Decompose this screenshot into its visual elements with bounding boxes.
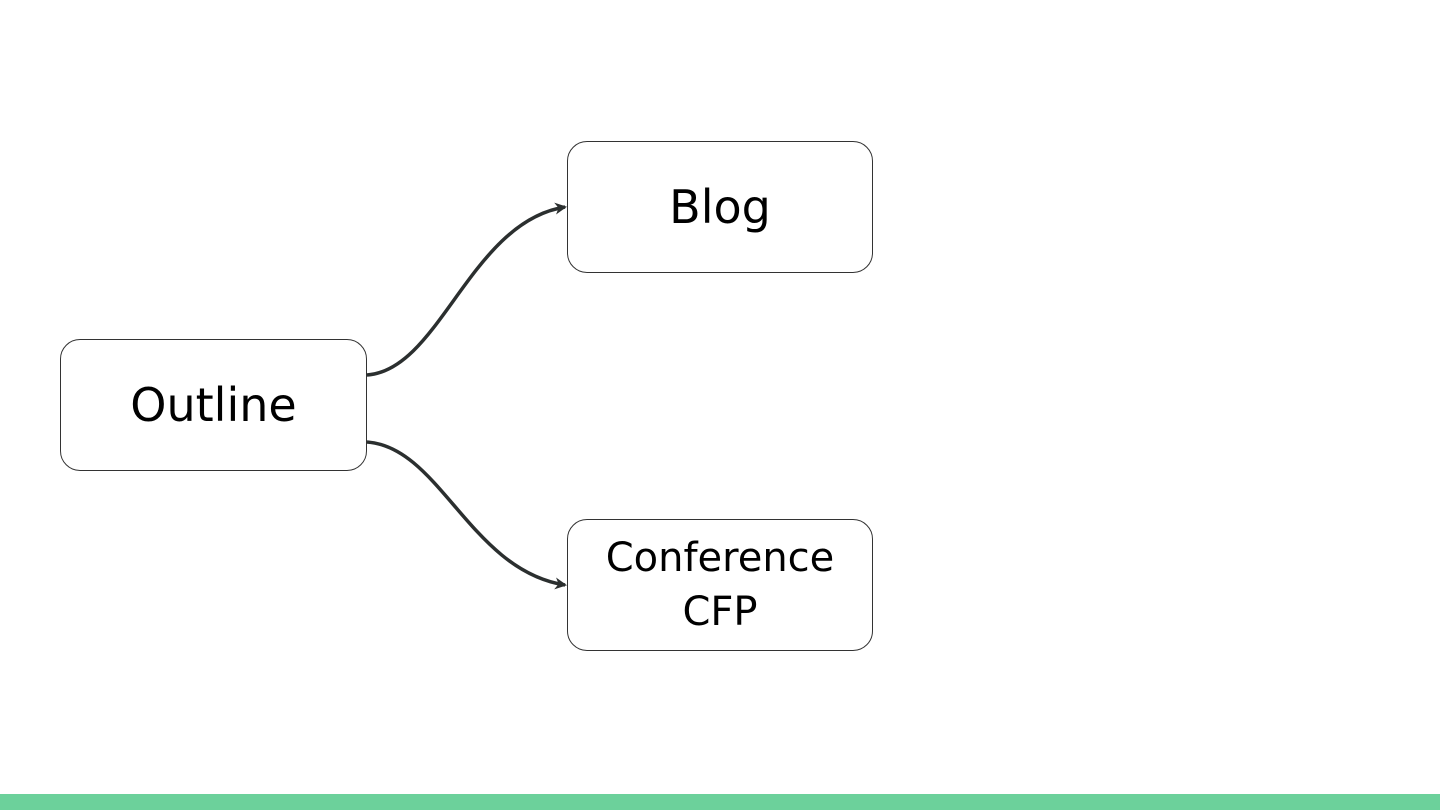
edge-outline-to-cfp	[366, 440, 567, 590]
node-blog-label: Blog	[669, 180, 771, 234]
node-cfp-label: Conference CFP	[606, 531, 835, 639]
node-cfp-label-line-1: Conference	[605, 535, 835, 581]
footer-accent-bar	[0, 794, 1440, 810]
node-blog: Blog	[567, 141, 873, 273]
edge-outline-to-blog	[366, 202, 567, 377]
node-cfp-label-line-2: CFP	[682, 589, 758, 635]
node-conference-cfp: Conference CFP	[567, 519, 873, 651]
node-outline: Outline	[60, 339, 367, 471]
node-outline-label: Outline	[130, 378, 297, 432]
